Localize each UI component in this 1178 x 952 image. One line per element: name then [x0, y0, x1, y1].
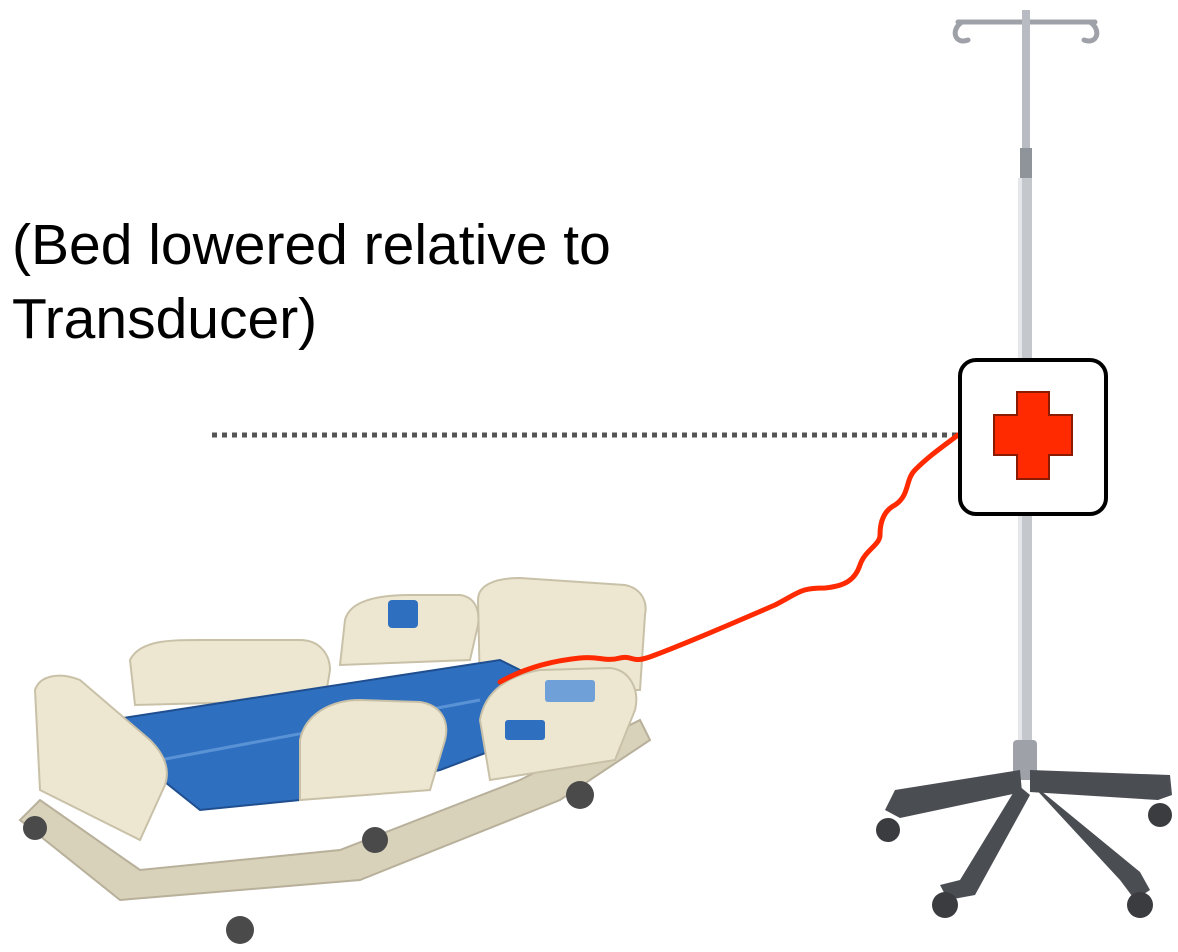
- bed-control-panel-front: [505, 720, 545, 740]
- transducer: [960, 360, 1106, 514]
- bed-display-label: [545, 680, 595, 702]
- iv-pole-upper-shaft: [1022, 10, 1030, 150]
- bed-control-panel-back: [388, 600, 418, 628]
- iv-pole-casters: [876, 803, 1172, 918]
- bed-front-rail-left: [300, 700, 446, 800]
- iv-pole-base: [885, 770, 1172, 900]
- iv-pole-clamp: [1020, 148, 1032, 178]
- hospital-bed: [20, 578, 650, 944]
